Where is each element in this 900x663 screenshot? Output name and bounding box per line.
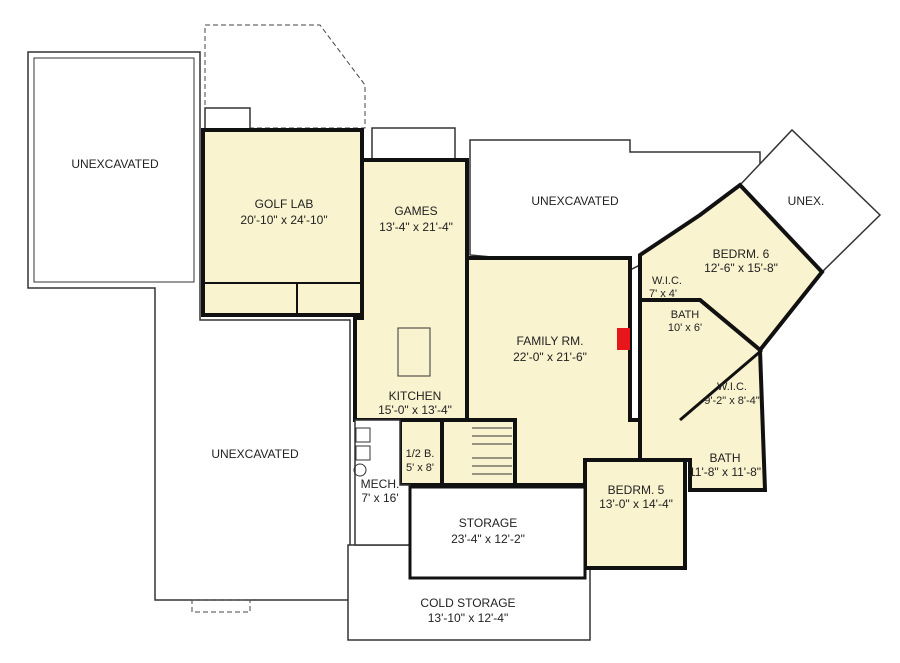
- room-label: UNEX.: [788, 194, 825, 208]
- room-label: BEDRM. 5: [608, 483, 665, 497]
- room-size: 11'-8" x 11'-8": [689, 465, 761, 479]
- room-label: GAMES: [394, 204, 437, 218]
- games-kitchen-room: [353, 158, 469, 422]
- stair-treads: [472, 427, 512, 475]
- room-label: W.I.C.: [717, 381, 747, 393]
- room-size: 7' x 4': [649, 288, 677, 300]
- room-label: COLD STORAGE: [420, 596, 515, 610]
- room-size: 10' x 6': [668, 322, 702, 334]
- room-label: UNEXCAVATED: [531, 194, 619, 208]
- storage-room: [408, 485, 587, 580]
- room-label: FAMILY RM.: [517, 334, 584, 348]
- room-label: STORAGE: [459, 516, 517, 530]
- room-label: GOLF LAB: [255, 197, 314, 211]
- water-heater-icon: [353, 463, 367, 477]
- window-box: [371, 127, 456, 161]
- room-label: BATH: [671, 309, 700, 321]
- room-label: BATH: [709, 451, 740, 465]
- room-size: 15'-0" x 13'-4": [378, 403, 452, 417]
- room-label: KITCHEN: [389, 389, 442, 403]
- bedroom-5-room: [583, 458, 687, 570]
- room-label: BEDRM. 6: [713, 247, 770, 261]
- room-label: UNEXCAVATED: [71, 157, 159, 171]
- mech-room: [354, 419, 411, 546]
- room-size: 13'-10" x 12'-4": [428, 611, 508, 625]
- fireplace-icon: [617, 328, 630, 350]
- room-size: 12'-6" x 15'-8": [704, 261, 778, 275]
- room-size: 20'-10" x 24'-10": [240, 213, 327, 227]
- window-box: [204, 107, 251, 131]
- room-size: 7' x 16': [361, 491, 398, 505]
- room-label: MECH.: [361, 477, 400, 491]
- room-size: 13'-4" x 21'-4": [379, 220, 453, 234]
- room-size: 22'-0" x 21'-6": [513, 350, 587, 364]
- room-label: 1/2 B.: [406, 448, 435, 460]
- room-size: 9'-2" x 8'-4": [704, 395, 760, 407]
- room-size: 13'-0" x 14'-4": [599, 497, 673, 511]
- room-label: UNEXCAVATED: [211, 447, 299, 461]
- room-size: 23'-4" x 12'-2": [451, 532, 525, 546]
- room-size: 5' x 8': [406, 462, 434, 474]
- kitchen-island: [397, 327, 431, 377]
- room-label: W.I.C.: [652, 275, 682, 287]
- unexcavated-inner-line: [33, 57, 195, 283]
- dashed-step: [191, 599, 251, 613]
- stairs: [440, 418, 517, 487]
